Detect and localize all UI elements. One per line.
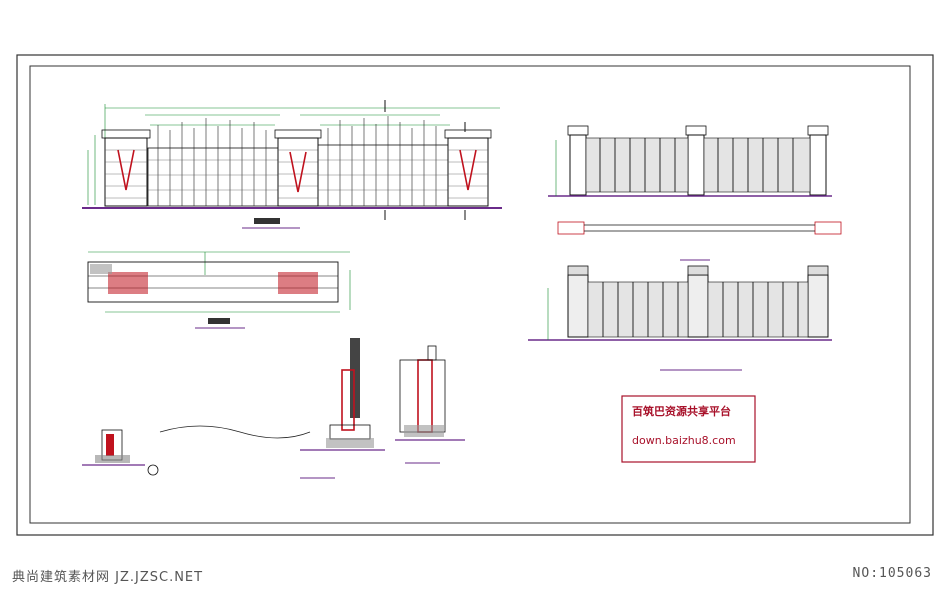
detail-sections-drawing: [82, 338, 465, 479]
watermark-stamp: 百筑巴资源共享平台 down.baizhu8.com: [621, 395, 756, 463]
stamp-url: down.baizhu8.com: [632, 434, 736, 447]
cad-drawing-sheet: 百筑巴资源共享平台 down.baizhu8.com: [16, 54, 934, 536]
site-label: 典尚建筑素材网 JZ.JZSC.NET: [12, 570, 204, 585]
inner-sheet-border: [29, 65, 911, 524]
side-elevation-b-drawing: [528, 265, 832, 371]
stamp-title: 百筑巴资源共享平台: [632, 404, 731, 418]
footer-bar: 典尚建筑素材网 JZ.JZSC.NET NO:105063: [0, 560, 950, 590]
id-label: NO:105063: [852, 566, 932, 581]
plan-view-drawing: [87, 251, 351, 329]
side-elevation-a-drawing: [548, 125, 842, 261]
outer-sheet-border: [16, 54, 934, 536]
main-elevation-drawing: [82, 100, 502, 229]
